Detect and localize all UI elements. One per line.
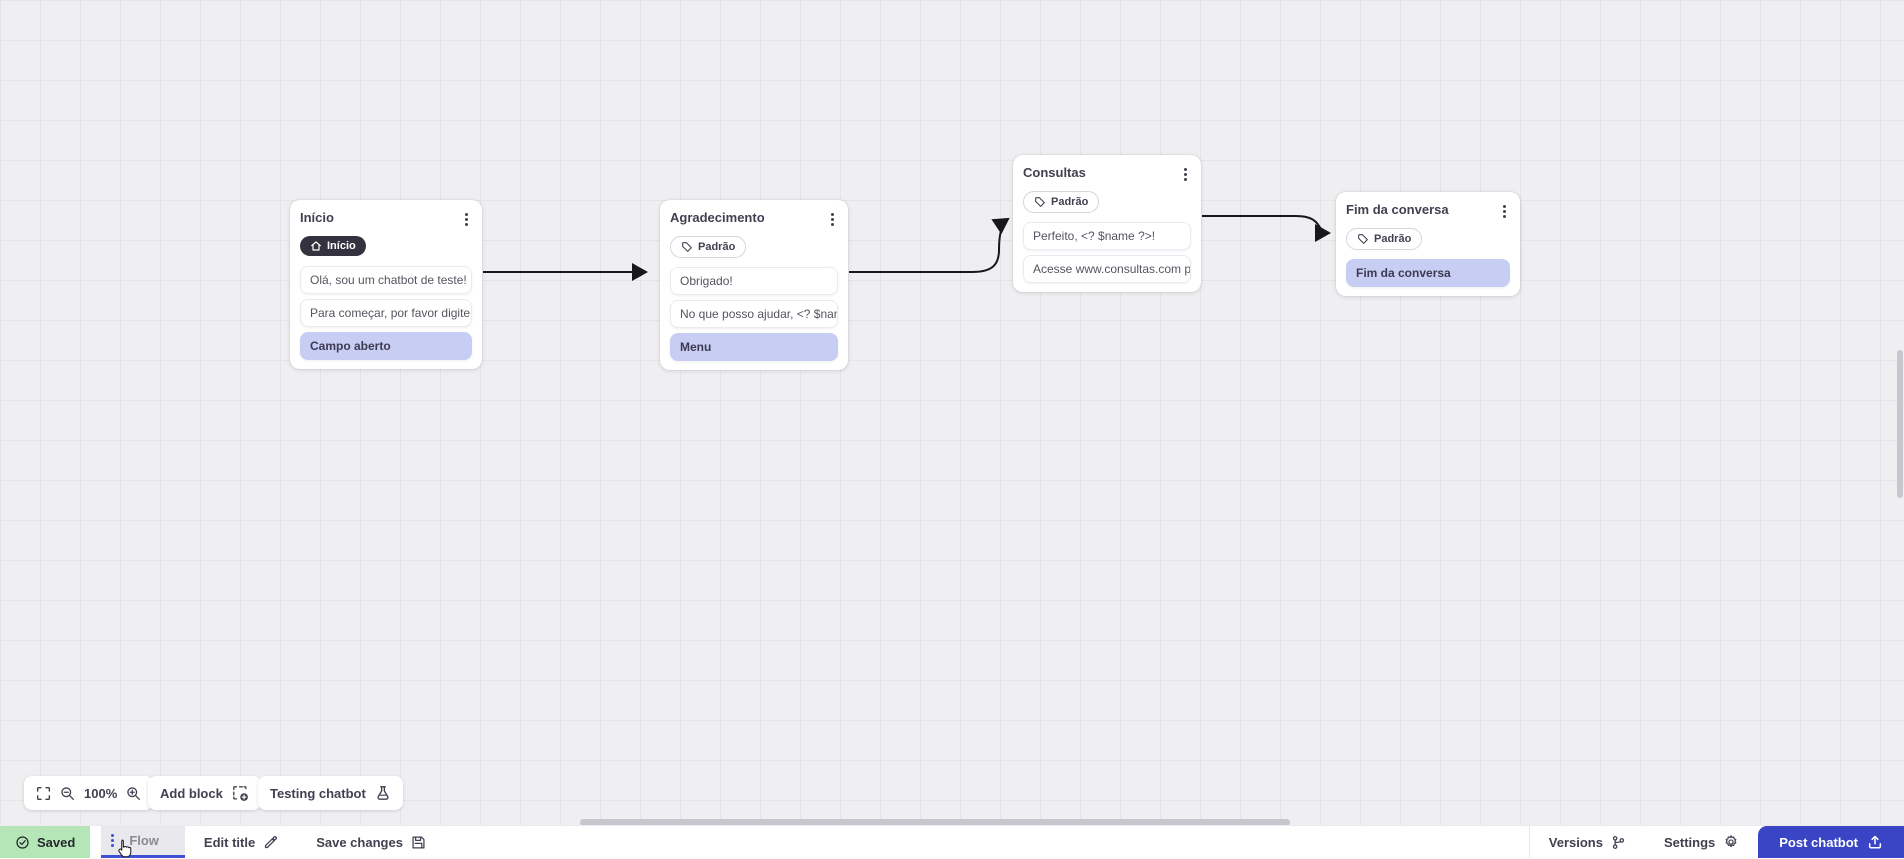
flow-node-consultas[interactable]: Consultas Padrão Perfeito, <? $name ?>! A… <box>1013 155 1201 292</box>
node-badge-default: Padrão <box>1346 228 1422 250</box>
node-title: Início <box>300 210 334 225</box>
badge-label: Padrão <box>698 241 735 253</box>
node-message-row[interactable]: Olá, sou um chatbot de teste! <box>300 266 472 294</box>
node-message-row[interactable]: Para começar, por favor digite o ... <box>300 299 472 327</box>
node-message-row[interactable]: Obrigado! <box>670 267 838 295</box>
bottom-bar-right-group: Versions Settings Post chatbot <box>1529 826 1904 858</box>
tag-icon <box>1357 233 1369 245</box>
node-rows: Olá, sou um chatbot de teste! Para começa… <box>300 266 472 360</box>
save-changes-label: Save changes <box>316 835 403 850</box>
node-badge-default: Padrão <box>1023 191 1099 213</box>
wire-consultas-fim <box>1202 216 1329 233</box>
flask-icon <box>375 785 391 801</box>
node-title: Agradecimento <box>670 210 765 225</box>
flow-node-fim-da-conversa[interactable]: Fim da conversa Padrão Fim da conversa <box>1336 192 1520 296</box>
flow-tab-label: Flow <box>129 833 159 848</box>
node-rows: Perfeito, <? $name ?>! Acesse www.consult… <box>1023 222 1191 283</box>
git-branch-icon <box>1611 835 1626 850</box>
versions-label: Versions <box>1549 835 1603 850</box>
bottom-bar: Saved Flow Edit title Save changes Versi… <box>0 825 1904 858</box>
node-title: Consultas <box>1023 165 1086 180</box>
flow-node-inicio[interactable]: Início Início Olá, sou um chatbot de tes… <box>290 200 482 369</box>
node-message-row[interactable]: No que posso ajudar, <? $name ... <box>670 300 838 328</box>
edit-title-button[interactable]: Edit title <box>185 826 297 858</box>
edit-title-label: Edit title <box>204 835 255 850</box>
add-block-button[interactable]: Add block <box>148 776 261 810</box>
node-rows: Fim da conversa <box>1346 259 1510 287</box>
badge-label: Início <box>327 240 356 252</box>
tag-icon <box>681 241 693 253</box>
node-action-row[interactable]: Fim da conversa <box>1346 259 1510 287</box>
flow-node-agradecimento[interactable]: Agradecimento Padrão Obrigado! No que pos… <box>660 200 848 370</box>
drag-handle-icon[interactable] <box>111 832 114 849</box>
tab-flow[interactable]: Flow <box>101 826 185 858</box>
badge-label: Padrão <box>1374 233 1411 245</box>
post-chatbot-button[interactable]: Post chatbot <box>1758 826 1904 858</box>
node-menu-icon[interactable] <box>1180 165 1191 184</box>
fullscreen-icon[interactable] <box>36 786 51 801</box>
add-block-label: Add block <box>160 786 223 801</box>
zoom-in-icon[interactable] <box>126 786 141 801</box>
versions-button[interactable]: Versions <box>1530 826 1645 858</box>
post-chatbot-label: Post chatbot <box>1779 835 1858 850</box>
node-action-row[interactable]: Campo aberto <box>300 332 472 360</box>
check-circle-icon <box>15 835 30 850</box>
node-menu-icon[interactable] <box>1499 202 1510 221</box>
zoom-toolbar: 100% <box>24 776 153 810</box>
save-icon <box>411 835 426 850</box>
gear-icon <box>1723 834 1739 850</box>
testing-chatbot-button[interactable]: Testing chatbot <box>258 776 403 810</box>
node-action-row[interactable]: Menu <box>670 333 838 361</box>
saved-label: Saved <box>37 835 75 850</box>
save-changes-button[interactable]: Save changes <box>297 826 445 858</box>
flow-canvas[interactable]: Início Início Olá, sou um chatbot de tes… <box>0 0 1904 825</box>
wire-agradecimento-consultas <box>849 219 1008 272</box>
pencil-icon <box>263 835 278 850</box>
node-title: Fim da conversa <box>1346 202 1449 217</box>
node-message-row[interactable]: Perfeito, <? $name ?>! <box>1023 222 1191 250</box>
node-message-row[interactable]: Acesse www.consultas.com par... <box>1023 255 1191 283</box>
settings-button[interactable]: Settings <box>1645 826 1758 858</box>
node-menu-icon[interactable] <box>827 210 838 229</box>
vertical-scrollbar[interactable] <box>1897 350 1903 498</box>
zoom-level: 100% <box>84 786 117 801</box>
zoom-out-icon[interactable] <box>60 786 75 801</box>
saved-status: Saved <box>0 826 90 858</box>
settings-label: Settings <box>1664 835 1715 850</box>
node-badge-default: Padrão <box>670 236 746 258</box>
testing-chatbot-label: Testing chatbot <box>270 786 366 801</box>
node-badge-start: Início <box>300 236 366 256</box>
add-block-icon <box>232 785 249 802</box>
tag-icon <box>1034 196 1046 208</box>
node-rows: Obrigado! No que posso ajudar, <? $name .… <box>670 267 838 361</box>
node-menu-icon[interactable] <box>461 210 472 229</box>
upload-icon <box>1867 834 1883 850</box>
connection-wires <box>0 0 1904 825</box>
home-icon <box>310 240 322 252</box>
badge-label: Padrão <box>1051 196 1088 208</box>
